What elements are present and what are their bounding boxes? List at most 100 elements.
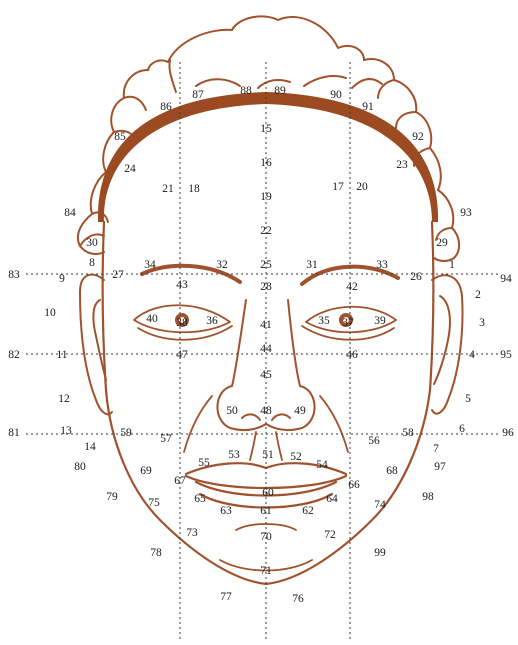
point-label: 59 <box>120 427 132 439</box>
point-label: 66 <box>348 479 360 491</box>
point-label: 21 <box>162 183 174 195</box>
point-label: 55 <box>198 457 210 469</box>
point-label: 30 <box>86 237 98 249</box>
point-label: 75 <box>148 497 160 509</box>
point-label: 80 <box>74 461 86 473</box>
point-label: 18 <box>188 183 200 195</box>
point-label: 24 <box>124 163 136 175</box>
point-label: 48 <box>260 405 272 417</box>
point-label: 40 <box>146 313 158 325</box>
point-label: 42 <box>346 281 358 293</box>
point-label: 4 <box>469 349 475 361</box>
point-label: 9 <box>59 273 65 285</box>
point-label: 53 <box>228 449 240 461</box>
point-label: 27 <box>112 269 124 281</box>
point-label: 83 <box>8 269 20 281</box>
point-label: 69 <box>140 465 152 477</box>
point-label: 2 <box>475 289 481 301</box>
point-label: 16 <box>260 157 272 169</box>
point-label: 38 <box>176 317 188 329</box>
point-label: 91 <box>362 101 374 113</box>
point-label: 86 <box>160 101 172 113</box>
point-label: 74 <box>374 499 386 511</box>
point-label: 62 <box>302 505 314 517</box>
point-label: 17 <box>332 181 344 193</box>
point-label: 10 <box>44 307 56 319</box>
point-label: 92 <box>412 131 424 143</box>
point-label: 81 <box>8 427 20 439</box>
point-label: 7 <box>433 443 439 455</box>
point-label: 14 <box>84 441 96 453</box>
point-label: 68 <box>386 465 398 477</box>
point-label: 90 <box>330 89 342 101</box>
point-label: 6 <box>459 423 465 435</box>
point-label: 11 <box>56 349 67 361</box>
point-label: 1 <box>449 259 455 271</box>
point-label: 64 <box>326 493 338 505</box>
point-label: 47 <box>176 349 188 361</box>
point-label: 44 <box>260 343 272 355</box>
point-label: 13 <box>60 425 72 437</box>
point-label: 97 <box>434 461 446 473</box>
point-label: 71 <box>260 565 272 577</box>
point-label: 15 <box>260 123 272 135</box>
point-label: 73 <box>186 527 198 539</box>
point-label: 65 <box>194 493 206 505</box>
point-label: 35 <box>318 315 330 327</box>
face-outline <box>103 222 434 584</box>
point-label: 67 <box>174 475 186 487</box>
point-label: 3 <box>479 317 485 329</box>
point-label: 78 <box>150 547 162 559</box>
point-label: 12 <box>58 393 70 405</box>
point-label: 61 <box>260 505 272 517</box>
point-label: 32 <box>216 259 228 271</box>
point-label: 41 <box>260 319 272 331</box>
point-label: 63 <box>220 505 232 517</box>
point-label: 95 <box>500 349 512 361</box>
point-label: 58 <box>402 427 414 439</box>
point-label: 93 <box>460 207 472 219</box>
point-label: 8 <box>89 257 95 269</box>
point-label: 45 <box>260 369 272 381</box>
point-label: 87 <box>192 89 204 101</box>
point-label: 19 <box>260 191 272 203</box>
point-label: 82 <box>8 349 20 361</box>
point-label: 89 <box>274 85 286 97</box>
point-label: 77 <box>220 591 232 603</box>
point-label: 20 <box>356 181 368 193</box>
point-label: 70 <box>260 531 272 543</box>
point-label: 85 <box>114 131 126 143</box>
point-label: 43 <box>176 279 188 291</box>
point-label: 34 <box>144 259 156 271</box>
point-label: 28 <box>260 281 272 293</box>
point-label: 26 <box>410 271 422 283</box>
point-label: 49 <box>294 405 306 417</box>
point-label: 36 <box>206 315 218 327</box>
point-label: 29 <box>436 237 448 249</box>
point-label: 88 <box>240 85 252 97</box>
point-label: 72 <box>324 529 336 541</box>
point-label: 76 <box>292 593 304 605</box>
point-label: 25 <box>260 259 272 271</box>
point-label: 98 <box>422 491 434 503</box>
point-label: 5 <box>465 393 471 405</box>
point-label: 52 <box>290 451 302 463</box>
point-label: 84 <box>64 207 76 219</box>
point-label: 50 <box>226 405 238 417</box>
point-label: 46 <box>346 349 358 361</box>
point-label: 54 <box>316 459 328 471</box>
point-label: 31 <box>306 259 318 271</box>
point-label: 94 <box>500 273 512 285</box>
point-label: 33 <box>376 259 388 271</box>
point-label: 39 <box>374 315 386 327</box>
point-label: 51 <box>262 449 274 461</box>
point-label: 57 <box>160 433 172 445</box>
point-label: 37 <box>342 317 354 329</box>
point-label: 60 <box>262 487 274 499</box>
point-label: 79 <box>106 491 118 503</box>
point-label: 96 <box>502 427 514 439</box>
point-label: 56 <box>368 435 380 447</box>
point-label: 23 <box>396 159 408 171</box>
